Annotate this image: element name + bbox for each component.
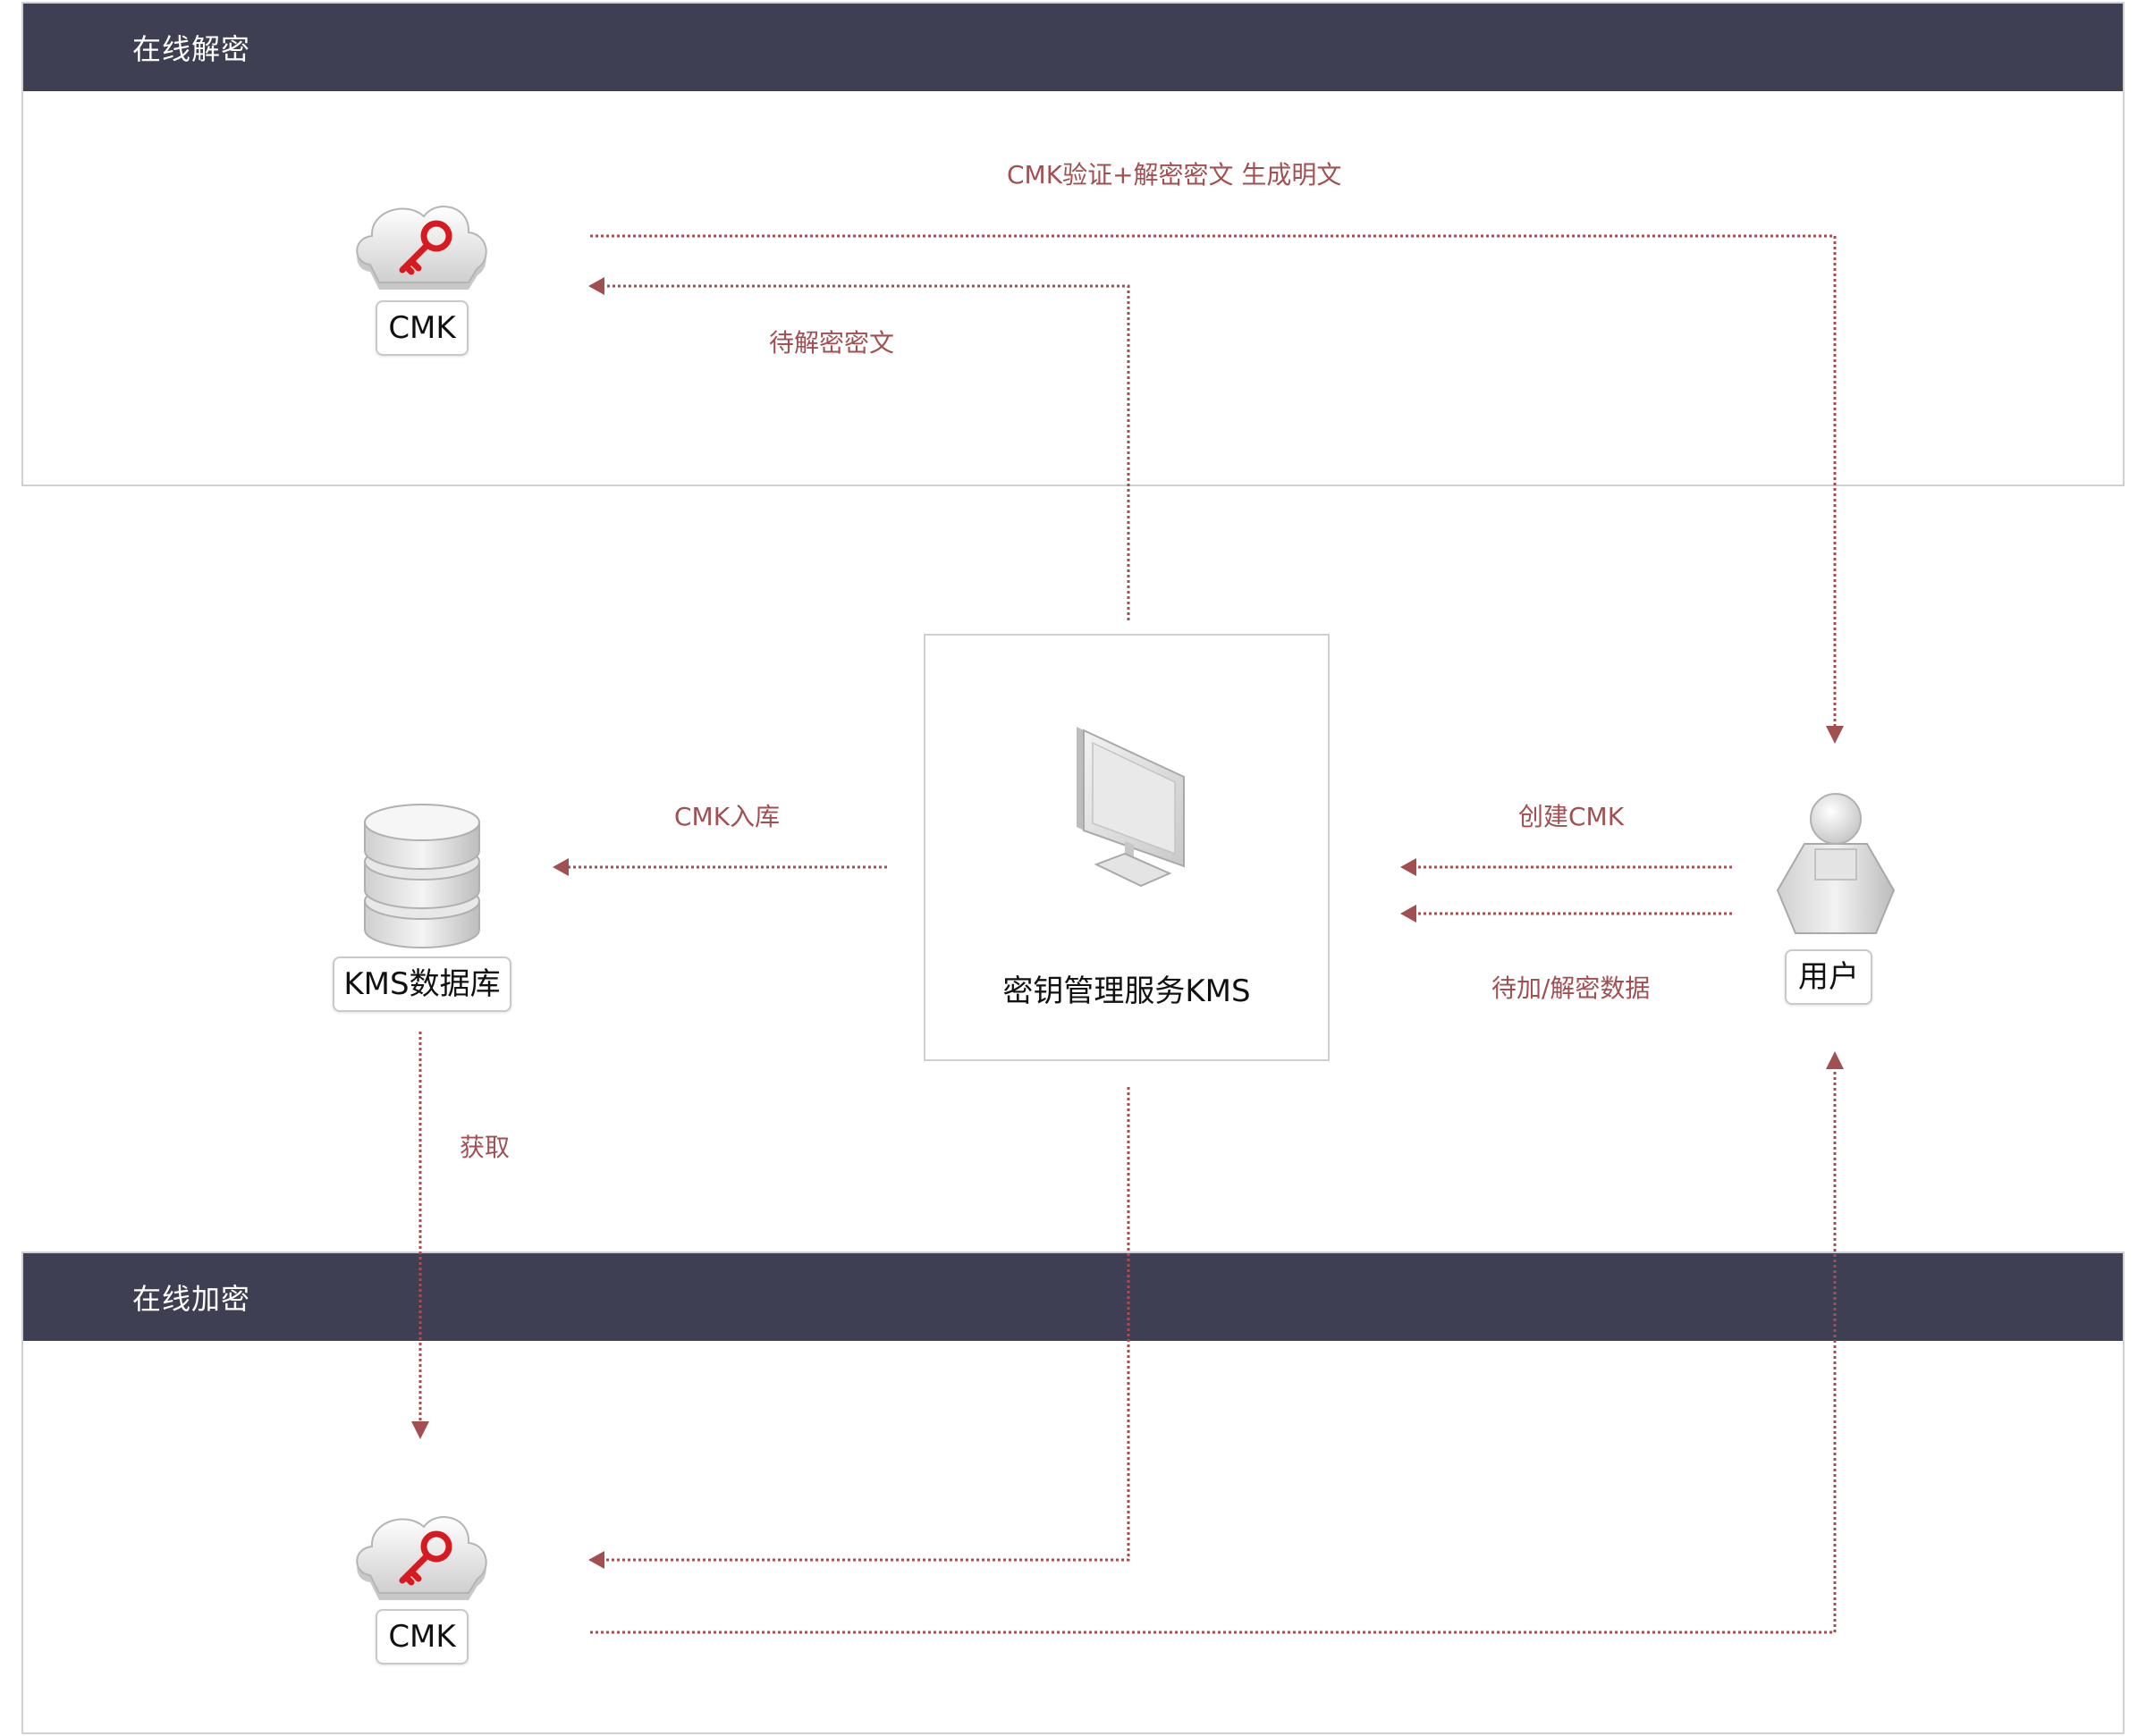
- kms-database-label: KMS数据库: [333, 956, 511, 1012]
- edge-label-ciphertext: 待解密密文: [769, 328, 895, 358]
- arrowhead-user-bottom: [1826, 1051, 1844, 1069]
- cloud-key-icon: [356, 1516, 487, 1600]
- arrow-cmk-to-user-top: [590, 234, 1837, 726]
- edge-label-data: 待加/解密数据: [1491, 973, 1651, 1003]
- arrowhead-cmk-bottom-fetch: [411, 1421, 429, 1439]
- arrowhead-kms-create: [1400, 858, 1416, 876]
- user-label: 用户: [1785, 949, 1872, 1005]
- edge-label-fetch: 获取: [460, 1133, 511, 1162]
- arrowhead-database: [553, 858, 569, 876]
- online-decrypt-header: 在线解密: [23, 4, 2123, 91]
- online-encrypt-section: 在线加密: [21, 1251, 2125, 1734]
- kms-service-label: 密钥管理服务KMS: [1002, 973, 1251, 1009]
- edge-label-create-cmk: 创建CMK: [1518, 802, 1625, 831]
- online-decrypt-title: 在线解密: [132, 32, 251, 66]
- arrow-kms-to-cmk-top: [604, 284, 1130, 620]
- arrow-cmk-bottom-to-user: [590, 1069, 1837, 1634]
- arrow-kms-to-cmk-bottom: [604, 1087, 1130, 1562]
- user-icon: [1776, 793, 1896, 934]
- arrowhead-user-top: [1826, 726, 1844, 744]
- arrowhead-cmk-bottom: [588, 1551, 604, 1569]
- cmk-top-label: CMK: [376, 300, 469, 356]
- kms-service-box: 密钥管理服务KMS: [924, 634, 1330, 1061]
- cmk-bottom-label: CMK: [376, 1609, 469, 1664]
- arrowhead-kms-data: [1400, 905, 1416, 923]
- edge-label-cmk-store: CMK入库: [674, 802, 781, 831]
- edge-label-verify-decrypt: CMK验证+解密密文 生成明文: [1007, 160, 1342, 190]
- online-encrypt-header: 在线加密: [23, 1253, 2123, 1341]
- monitor-icon: [1077, 727, 1185, 888]
- arrowhead-cmk-top: [588, 277, 604, 295]
- cloud-key-icon: [356, 206, 487, 290]
- database-icon: [364, 804, 480, 948]
- online-encrypt-title: 在线加密: [132, 1282, 251, 1316]
